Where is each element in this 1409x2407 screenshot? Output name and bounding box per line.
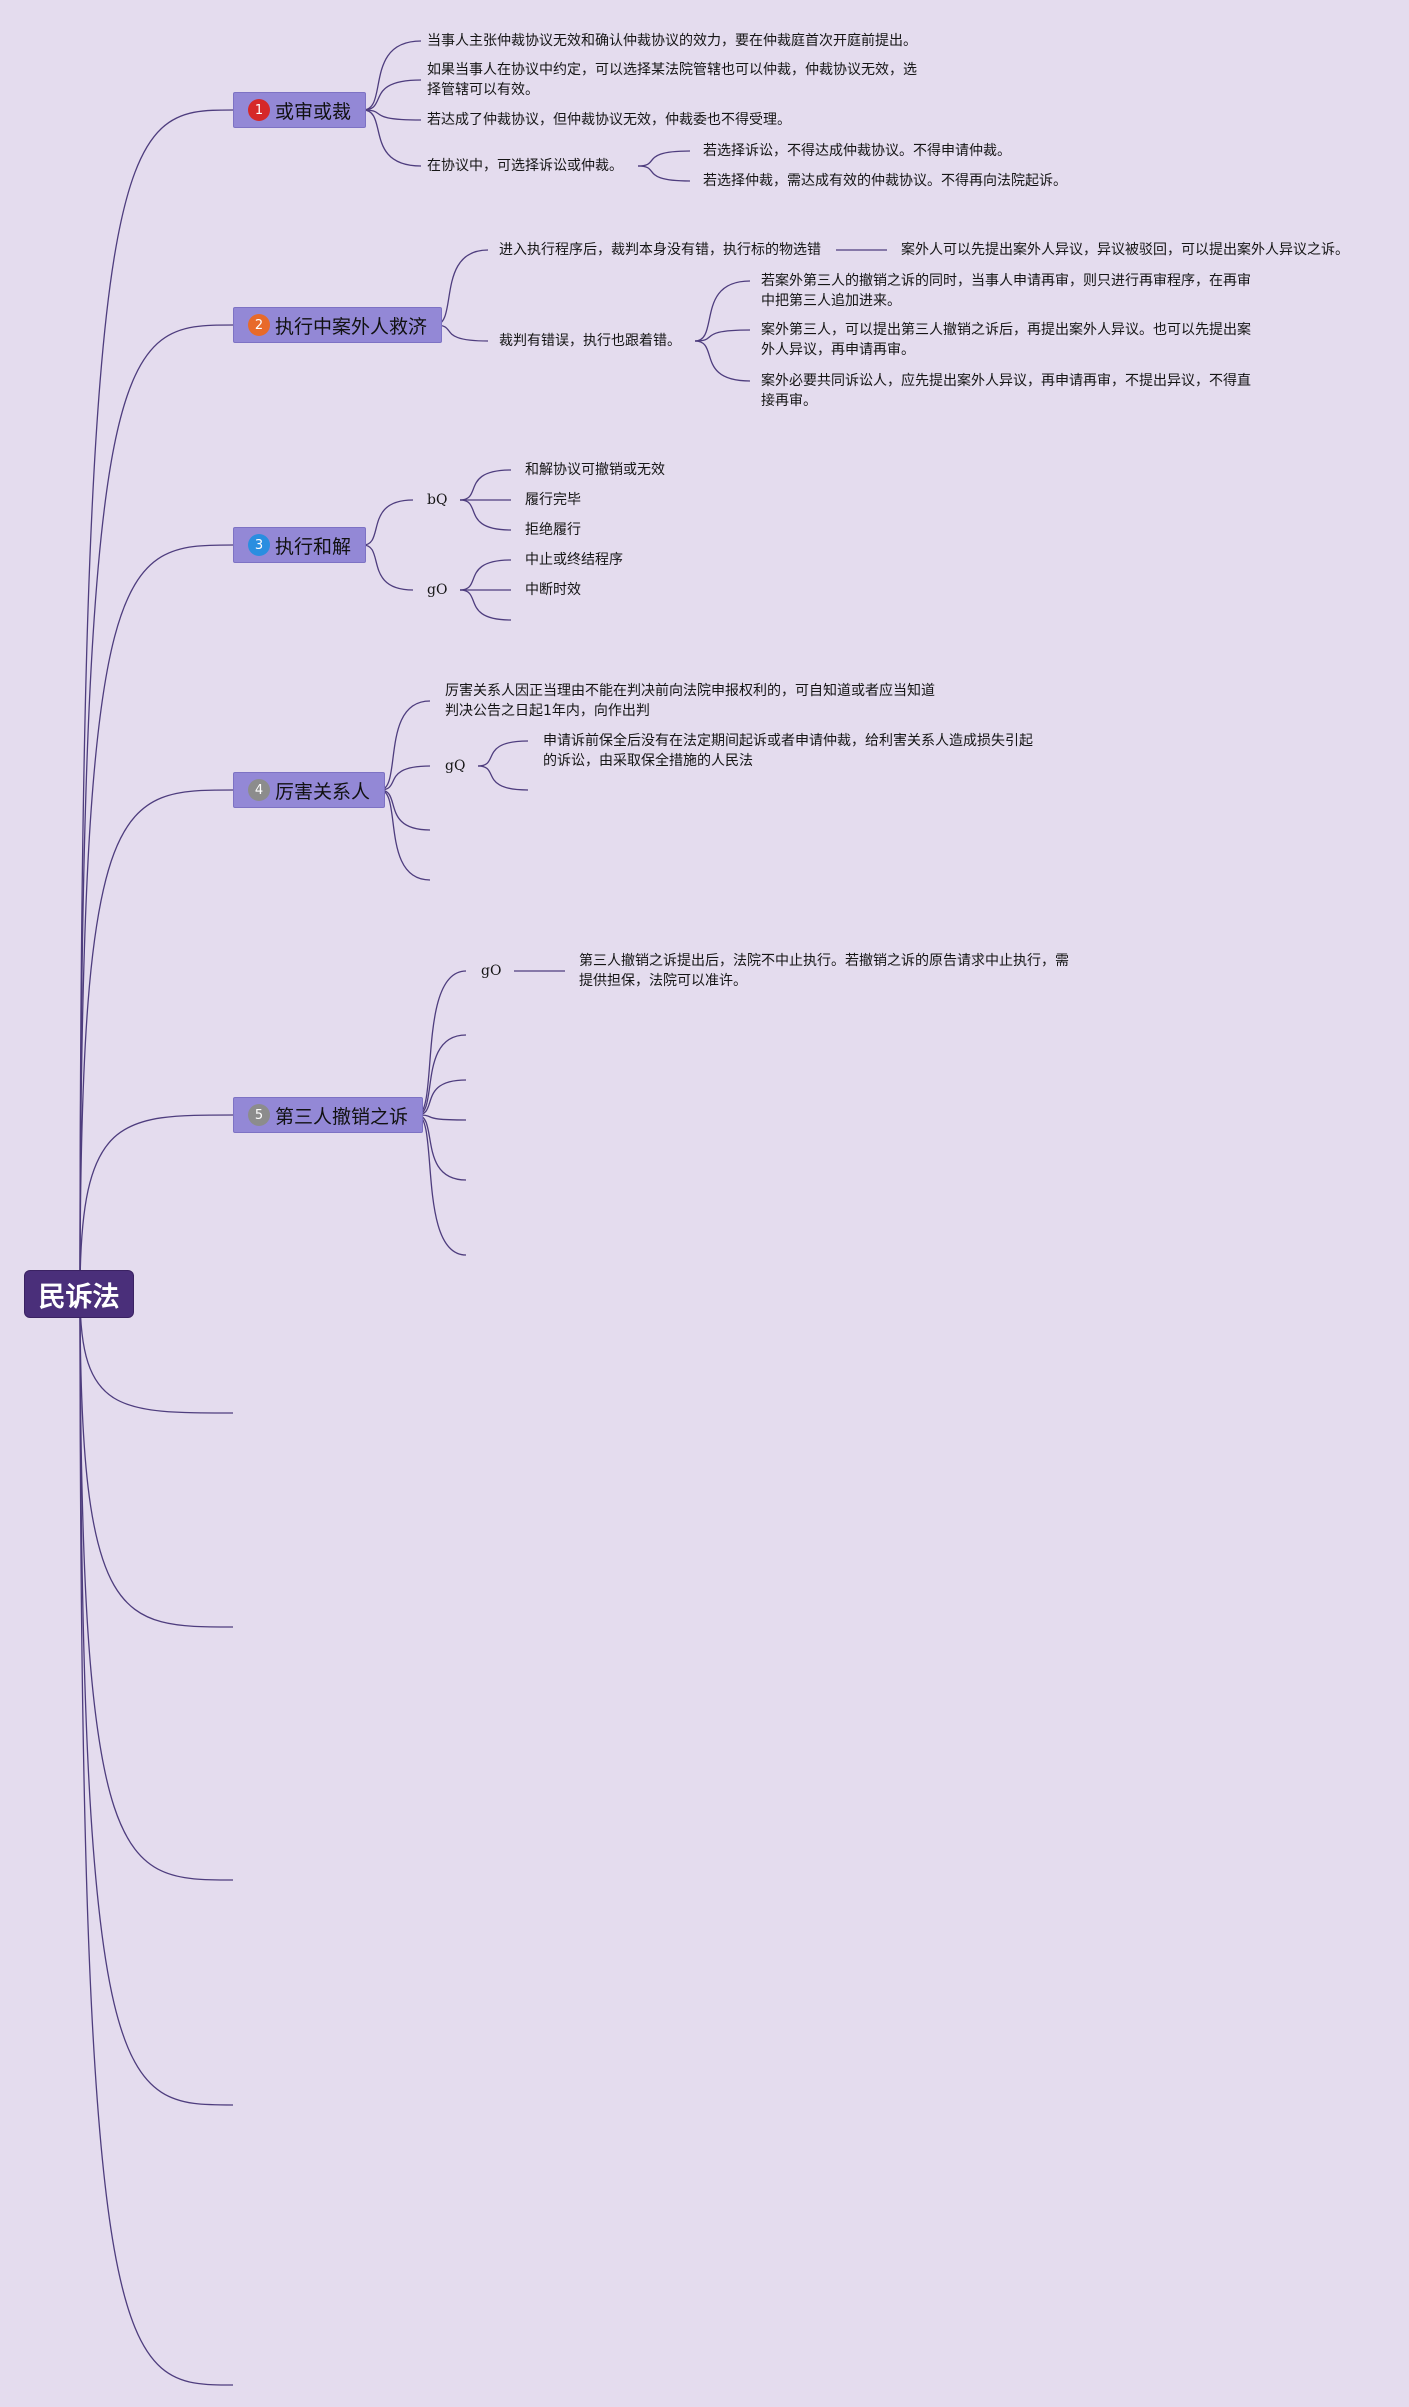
leaf-text[interactable]: 履行完毕 xyxy=(525,492,581,508)
connector-line xyxy=(416,1034,467,1116)
number-badge-icon: 5 xyxy=(248,1104,270,1126)
connector-line xyxy=(434,324,489,342)
number-badge-icon: 1 xyxy=(248,99,270,121)
leaf-text[interactable]: 案外必要共同诉讼人，应先提出案外人异议，再申请再审，不提出异议，不得直接再审。 xyxy=(761,373,1251,409)
leaf-text[interactable]: 第三人撤销之诉提出后，法院不中止执行。若撤销之诉的原告请求中止执行，需提供担保，… xyxy=(579,953,1069,989)
connector-line xyxy=(379,700,431,791)
connector-line xyxy=(694,329,751,342)
number-badge-icon: 4 xyxy=(248,779,270,801)
connector-line xyxy=(362,544,414,591)
connector-line xyxy=(362,109,422,121)
connector-line xyxy=(362,109,422,167)
connector-line xyxy=(434,249,489,326)
connector-line xyxy=(416,1114,467,1256)
connector-line xyxy=(459,559,512,591)
connector-line xyxy=(362,40,422,111)
branch-node-settlement[interactable]: 3 执行和解 xyxy=(233,527,367,563)
root-branch-line xyxy=(79,1293,234,1414)
leaf-text[interactable]: gO xyxy=(427,582,448,598)
branch-label: 第三人撤销之诉 xyxy=(275,1105,409,1128)
leaf-text[interactable]: 中止或终结程序 xyxy=(525,552,623,568)
leaf-text[interactable]: 若选择诉讼，不得达成仲裁协议。不得申请仲裁。 xyxy=(703,143,1011,159)
branch-node-third-party-revocation[interactable]: 5 第三人撤销之诉 xyxy=(233,1097,424,1133)
number-badge-icon: 3 xyxy=(248,534,270,556)
leaf-text[interactable]: 厉害关系人因正当理由不能在判决前向法院申报权利的，可自知道或者应当知道判决公告之… xyxy=(445,683,935,719)
connector-line xyxy=(362,499,414,546)
branch-label: 执行中案外人救济 xyxy=(275,315,428,338)
root-branch-line xyxy=(79,324,234,1295)
branch-node-outsider-remedy[interactable]: 2 执行中案外人救济 xyxy=(233,307,443,343)
branch-label: 执行和解 xyxy=(275,535,352,558)
leaf-text[interactable]: 若选择仲裁，需达成有效的仲裁协议。不得再向法院起诉。 xyxy=(703,173,1067,189)
leaf-text[interactable]: 案外第三人，可以提出第三人撤销之诉后，再提出案外人异议。也可以先提出案外人异议，… xyxy=(761,322,1251,358)
connector-line xyxy=(637,165,691,182)
leaf-text[interactable]: 申请诉前保全后没有在法定期间起诉或者申请仲裁，给利害关系人造成损失引起的诉讼，由… xyxy=(543,733,1033,769)
root-branch-line xyxy=(79,1114,234,1295)
leaf-text[interactable]: 若达成了仲裁协议，但仲裁协议无效，仲裁委也不得受理。 xyxy=(427,112,791,128)
root-branch-line xyxy=(79,1293,234,2386)
root-branch-line xyxy=(79,1293,234,1628)
root-branch-line xyxy=(79,1293,234,2106)
connector-line xyxy=(477,740,529,767)
root-branch-line xyxy=(79,109,234,1295)
connector-line xyxy=(694,280,751,342)
leaf-text[interactable]: 裁判有错误，执行也跟着错。 xyxy=(499,333,681,349)
branch-node-interested-party[interactable]: 4 厉害关系人 xyxy=(233,772,386,808)
root-node[interactable]: 民诉法 xyxy=(25,1271,133,1317)
connector-line xyxy=(379,765,431,791)
leaf-text[interactable]: bQ xyxy=(427,492,448,508)
connector-line xyxy=(379,789,431,881)
leaf-text[interactable]: 中断时效 xyxy=(525,582,581,598)
connector-line xyxy=(694,340,751,382)
connector-line xyxy=(637,150,691,167)
connector-line xyxy=(416,970,467,1116)
leaf-text[interactable]: gO xyxy=(481,963,502,979)
leaf-text[interactable]: 若案外第三人的撤销之诉的同时，当事人申请再审，则只进行再审程序，在再审中把第三人… xyxy=(761,273,1251,309)
connector-line xyxy=(459,469,512,501)
leaf-text[interactable]: 在协议中，可选择诉讼或仲裁。 xyxy=(427,158,623,174)
connector-line xyxy=(477,765,529,791)
branch-label: 厉害关系人 xyxy=(275,780,371,803)
leaf-text[interactable]: gQ xyxy=(445,758,466,774)
number-badge-icon: 2 xyxy=(248,314,270,336)
connector-line xyxy=(459,499,512,531)
connector-line xyxy=(459,589,512,621)
branch-label: 或审或裁 xyxy=(275,100,352,123)
root-branch-line xyxy=(79,789,234,1295)
branch-node-arbitration[interactable]: 1 或审或裁 xyxy=(233,92,367,128)
leaf-text[interactable]: 进入执行程序后，裁判本身没有错，执行标的物选错 xyxy=(499,242,821,258)
leaf-text[interactable]: 案外人可以先提出案外人异议，异议被驳回，可以提出案外人异议之诉。 xyxy=(901,242,1349,258)
leaf-text[interactable]: 和解协议可撤销或无效 xyxy=(525,462,665,478)
leaf-text[interactable]: 如果当事人在协议中约定，可以选择某法院管辖也可以仲裁，仲裁协议无效，选择管辖可以… xyxy=(427,62,917,98)
connector-line xyxy=(379,789,431,831)
root-branch-line xyxy=(79,544,234,1295)
leaf-text[interactable]: 拒绝履行 xyxy=(525,522,581,538)
leaf-text[interactable]: 当事人主张仲裁协议无效和确认仲裁协议的效力，要在仲裁庭首次开庭前提出。 xyxy=(427,33,917,49)
connector-line xyxy=(362,79,422,111)
root-branch-line xyxy=(79,1293,234,1881)
